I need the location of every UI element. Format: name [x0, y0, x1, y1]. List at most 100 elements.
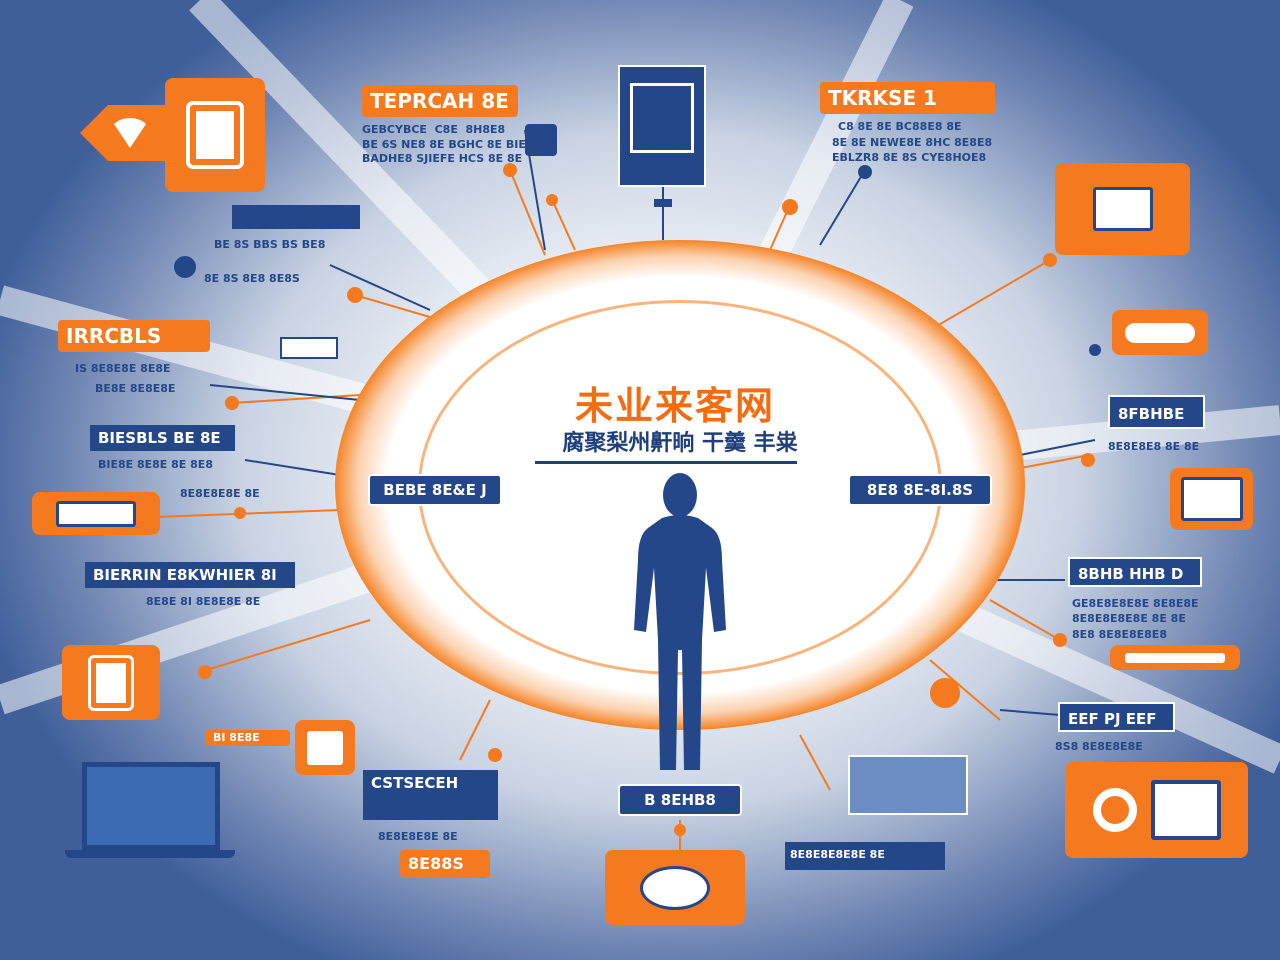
device-icon: [280, 337, 338, 359]
connector-line: [1019, 439, 1096, 456]
bottom-right-bar: [785, 842, 945, 870]
label-bottom-left: 8E88S: [400, 850, 490, 878]
text-line: 8S8 8E8E8E8E: [1055, 740, 1143, 753]
bottom-center-pill[interactable]: B 8EHB8: [618, 784, 742, 816]
document-card[interactable]: [32, 492, 160, 535]
bottom-center-card[interactable]: [605, 850, 745, 925]
monitor-card[interactable]: [618, 65, 706, 187]
connector-line: [231, 394, 361, 404]
text-line: IS 8E8E8E 8E8E: [75, 362, 171, 375]
document-icon: [1092, 187, 1153, 231]
server-icon: [1150, 780, 1221, 840]
right-center-pill[interactable]: 8E8 8E-8I.8S: [848, 474, 992, 506]
connector-dot: [347, 287, 363, 303]
text-line: 8E8E8E8 8E 8E: [1108, 440, 1200, 453]
connector-line: [154, 509, 341, 518]
text-line: 8E8E8E8E8E 8E 8E: [1072, 612, 1186, 625]
text-line: GE8E8E8E8E 8E8E8E: [1072, 597, 1199, 610]
connector-line: [209, 384, 361, 401]
machine-icon: [848, 755, 968, 815]
connector-dot: [674, 824, 686, 836]
text-line: 8E8E8E8E 8E: [180, 487, 260, 500]
connector-dot: [198, 665, 212, 679]
central-title: 未业来客网: [574, 384, 775, 428]
label-top-right: TKRKSE 1: [820, 82, 995, 114]
connector-dot: [930, 678, 960, 708]
text-line: 8E 8E NEWE8E 8HC 8E8E8: [832, 136, 993, 149]
monitor-icon: [1180, 477, 1243, 521]
connector-cap: [654, 199, 672, 207]
connector-line: [989, 599, 1061, 641]
connector-dot: [1043, 253, 1057, 267]
connector-dot: [1081, 453, 1095, 467]
connector-dot: [225, 396, 239, 410]
connector-line: [459, 699, 491, 761]
laptop-base: [65, 850, 235, 858]
building-card[interactable]: [165, 78, 265, 192]
label-left-2: BIESBLS BE 8E: [90, 425, 235, 451]
connector-dot: [858, 165, 872, 179]
chart-card[interactable]: [295, 720, 355, 775]
toggle-card[interactable]: [1112, 310, 1208, 355]
toggle-icon: [1125, 322, 1195, 343]
document-card-right[interactable]: [1055, 163, 1190, 255]
connector-dot: [503, 163, 517, 177]
document-icon: [56, 500, 136, 527]
text-line: BADHE8 SJIEFE HCS 8E 8E: [362, 152, 523, 165]
label-bottom-mid: CSTSECEH: [363, 770, 498, 820]
label-mid-left-small: BI 8E8E: [205, 730, 290, 746]
text-line: GEBCYBCE C8E 8H8E8: [362, 123, 506, 136]
connector-line: [819, 169, 866, 246]
label-top-left: TEPRCAH 8E: [362, 85, 518, 117]
server-icon: [88, 654, 134, 711]
server-card-left[interactable]: [62, 645, 160, 720]
small-badge: [525, 124, 557, 156]
text-line: BIE8E 8E8E 8E 8E8: [98, 458, 213, 471]
search-card[interactable]: [1065, 762, 1248, 858]
printer-icon: [640, 865, 710, 910]
bar-card[interactable]: [1110, 645, 1240, 670]
text-line: BE8E 8E8E8E: [95, 382, 176, 395]
text-line: C8 8E 8E BC88E8 8E: [838, 120, 962, 133]
connector-dot: [1053, 633, 1067, 647]
building-icon: [186, 101, 244, 169]
label-right-3: EEF PJ EEF: [1058, 702, 1175, 732]
search-icon: [1092, 788, 1137, 832]
connector-dot: [782, 199, 798, 215]
text-line: 8E 8S 8E8 8E8S: [204, 272, 300, 285]
text-line: 8E8 8E8E8E8E8: [1072, 628, 1167, 641]
connector-line: [199, 619, 371, 673]
central-subtitle: 腐聚梨州鼾晌 干羹 丰粜: [562, 431, 798, 456]
text-line: 8E8E8E8E 8E: [378, 830, 458, 843]
connector-line: [509, 169, 546, 256]
text-line: 8E8E 8I 8E8E8E 8E: [146, 595, 261, 608]
connector-dot: [234, 507, 246, 519]
chart-icon: [307, 730, 343, 765]
text-line: EBLZR8 8E 8S CYE8HOE8: [832, 151, 987, 164]
label-right-1: 8FBHBE: [1108, 395, 1205, 429]
connector-line: [329, 264, 431, 311]
monitor-card-right[interactable]: [1170, 468, 1253, 530]
connector-dot: [1089, 344, 1101, 356]
connector-line: [244, 459, 341, 476]
connector-line: [799, 734, 831, 791]
monitor-icon: [630, 83, 694, 153]
label-left-1: IRRCBLS: [58, 320, 210, 352]
label-right-2: 8BHB HHB D: [1068, 557, 1202, 587]
connector-line: [929, 659, 1001, 721]
title-underline: [535, 461, 797, 464]
connector-line: [999, 709, 1061, 716]
connector-dot: [488, 748, 502, 762]
left-bar: [232, 205, 360, 229]
laptop-icon[interactable]: [82, 762, 220, 850]
text-line: BE 6S NE8 8E BGHC 8E BIE: [362, 138, 526, 151]
text-line: BE 8S BBS BS BE8: [214, 238, 326, 251]
left-center-pill[interactable]: BEBE 8E&E J: [368, 474, 502, 506]
bar-icon: [1125, 652, 1225, 663]
connector-line: [929, 259, 1051, 331]
connector-line: [354, 294, 441, 321]
text-line: 8E8E8E8E8E 8E: [790, 848, 885, 861]
connector-dot: [546, 194, 558, 206]
connector-dot: [174, 256, 196, 278]
label-left-3: BIERRIN E8KWHIER 8I: [85, 562, 295, 588]
